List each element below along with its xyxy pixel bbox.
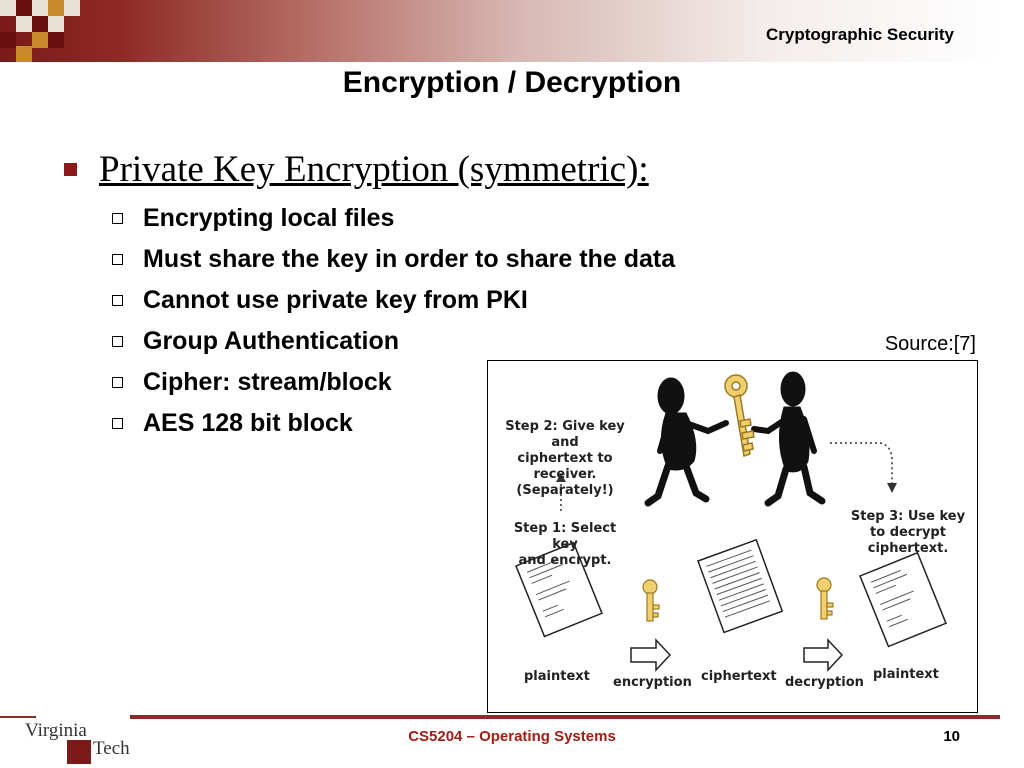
source-citation: Source:[7] bbox=[884, 333, 976, 355]
list-item: Group Authentication bbox=[112, 321, 675, 362]
person-left-figure bbox=[644, 377, 729, 507]
ciphertext-document bbox=[697, 538, 784, 634]
plaintext-document-right bbox=[859, 551, 947, 648]
list-item-text: Cannot use private key from PKI bbox=[143, 286, 528, 314]
slide-title: Encryption / Decryption bbox=[342, 66, 682, 99]
main-bullet-text: Private Key Encryption (symmetric): bbox=[99, 149, 649, 190]
hollow-square-bullet-icon bbox=[112, 336, 123, 347]
plaintext-document-left bbox=[515, 541, 603, 638]
footer-divider-left bbox=[0, 716, 36, 718]
arrow-right-icon bbox=[803, 638, 844, 672]
list-item-text: Encrypting local files bbox=[143, 204, 395, 232]
hollow-square-bullet-icon bbox=[112, 254, 123, 265]
main-bullet: Private Key Encryption (symmetric): bbox=[64, 148, 649, 191]
hollow-square-bullet-icon bbox=[112, 418, 123, 429]
header-title: Cryptographic Security bbox=[766, 25, 954, 44]
arrow-up-head bbox=[556, 473, 566, 482]
list-item-text: Cipher: stream/block bbox=[143, 368, 392, 396]
encryption-illustration: Step 2: Give key and ciphertext to recei… bbox=[487, 360, 978, 713]
header-decoration bbox=[0, 0, 80, 62]
dotted-arrow-curve bbox=[830, 442, 893, 485]
footer-divider bbox=[130, 715, 1000, 719]
logo-text-top: Virginia bbox=[25, 720, 87, 741]
list-item: Cipher: stream/block bbox=[112, 362, 675, 403]
arrow-down-head bbox=[887, 483, 897, 493]
ciphertext-label: ciphertext bbox=[701, 669, 777, 684]
large-key-icon bbox=[724, 374, 755, 457]
plaintext-label-right: plaintext bbox=[873, 667, 939, 682]
footer-course-title: CS5204 – Operating Systems bbox=[408, 728, 616, 745]
person-right-figure bbox=[751, 371, 826, 507]
small-key-icon bbox=[642, 579, 660, 622]
hollow-square-bullet-icon bbox=[112, 377, 123, 388]
list-item: Encrypting local files bbox=[112, 198, 675, 239]
header-band bbox=[0, 0, 1024, 62]
logo-text-bottom: Tech bbox=[93, 738, 130, 759]
hollow-square-bullet-icon bbox=[112, 295, 123, 306]
illustration-drawing bbox=[515, 371, 947, 672]
decryption-label: decryption bbox=[785, 675, 864, 690]
logo-mark-icon bbox=[67, 740, 91, 764]
hollow-square-bullet-icon bbox=[112, 213, 123, 224]
list-item-text: AES 128 bit block bbox=[143, 409, 353, 437]
square-bullet-icon bbox=[64, 163, 77, 176]
page-number: 10 bbox=[943, 728, 960, 745]
step-1-text: Step 1: Select key and encrypt. bbox=[513, 521, 617, 568]
list-item: AES 128 bit block bbox=[112, 403, 675, 444]
list-item: Must share the key in order to share the… bbox=[112, 239, 675, 280]
arrow-right-icon bbox=[630, 638, 672, 672]
sub-bullet-list: Encrypting local files Must share the ke… bbox=[112, 198, 675, 444]
list-item: Cannot use private key from PKI bbox=[112, 280, 675, 321]
step-2-text: Step 2: Give key and ciphertext to recei… bbox=[505, 419, 625, 498]
small-key-icon bbox=[816, 577, 834, 620]
encryption-label: encryption bbox=[613, 675, 692, 690]
list-item-text: Must share the key in order to share the… bbox=[143, 245, 676, 273]
virginia-tech-logo: Virginia Tech bbox=[25, 718, 135, 766]
plaintext-label-left: plaintext bbox=[524, 669, 590, 684]
step-3-text: Step 3: Use key to decrypt ciphertext. bbox=[850, 509, 966, 556]
list-item-text: Group Authentication bbox=[143, 327, 399, 355]
